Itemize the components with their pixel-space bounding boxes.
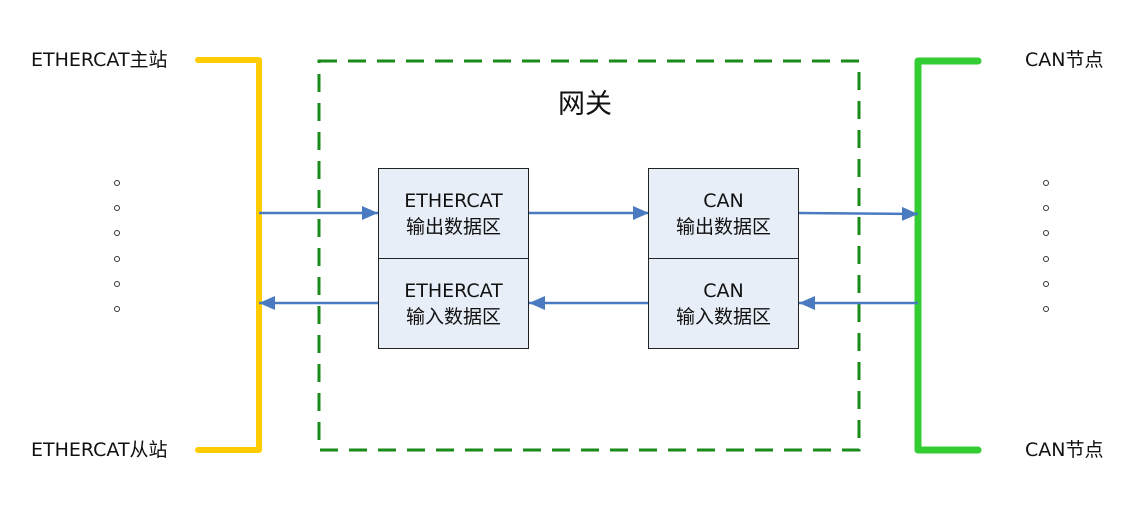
box-line1: CAN	[703, 279, 744, 302]
ellipsis-dot	[1043, 281, 1049, 287]
arrow-can-out-to-can-bus	[797, 206, 919, 221]
ellipsis-dot	[114, 180, 120, 186]
ethercat-bus	[195, 57, 262, 453]
box-line2: 输出数据区	[675, 215, 771, 238]
ellipsis-dot	[114, 230, 120, 236]
box-line1: CAN	[703, 189, 744, 212]
box-line1: ETHERCAT	[404, 189, 503, 212]
ethercat-input-data-area: ETHERCAT 输入数据区	[378, 258, 529, 349]
ellipsis-dot	[114, 306, 120, 312]
ellipsis-dot	[1043, 205, 1049, 211]
ellipsis-dot	[114, 256, 120, 262]
can-input-data-area: CAN 输入数据区	[648, 258, 799, 349]
ethercat-slave-label: ETHERCAT从站	[31, 439, 168, 461]
gateway-boundary	[317, 59, 861, 452]
ellipsis-dot	[1043, 230, 1049, 236]
ellipsis-dot	[114, 205, 120, 211]
ellipsis-dot	[1043, 180, 1049, 186]
can-node-bottom-label: CAN节点	[1025, 439, 1104, 461]
can-output-data-area: CAN 输出数据区	[648, 168, 799, 259]
ethercat-output-data-area: ETHERCAT 输出数据区	[378, 168, 529, 259]
can-node-top-label: CAN节点	[1025, 49, 1104, 71]
gateway-title: 网关	[558, 89, 612, 120]
box-line2: 输入数据区	[675, 305, 771, 328]
can-bus	[914, 57, 982, 454]
ethercat-master-label: ETHERCAT主站	[31, 49, 168, 71]
box-line2: 输出数据区	[405, 215, 501, 238]
box-line2: 输入数据区	[405, 305, 501, 328]
ellipsis-dot	[1043, 306, 1049, 312]
box-line1: ETHERCAT	[404, 279, 503, 302]
ellipsis-dot	[114, 281, 120, 287]
ellipsis-dot	[1043, 256, 1049, 262]
